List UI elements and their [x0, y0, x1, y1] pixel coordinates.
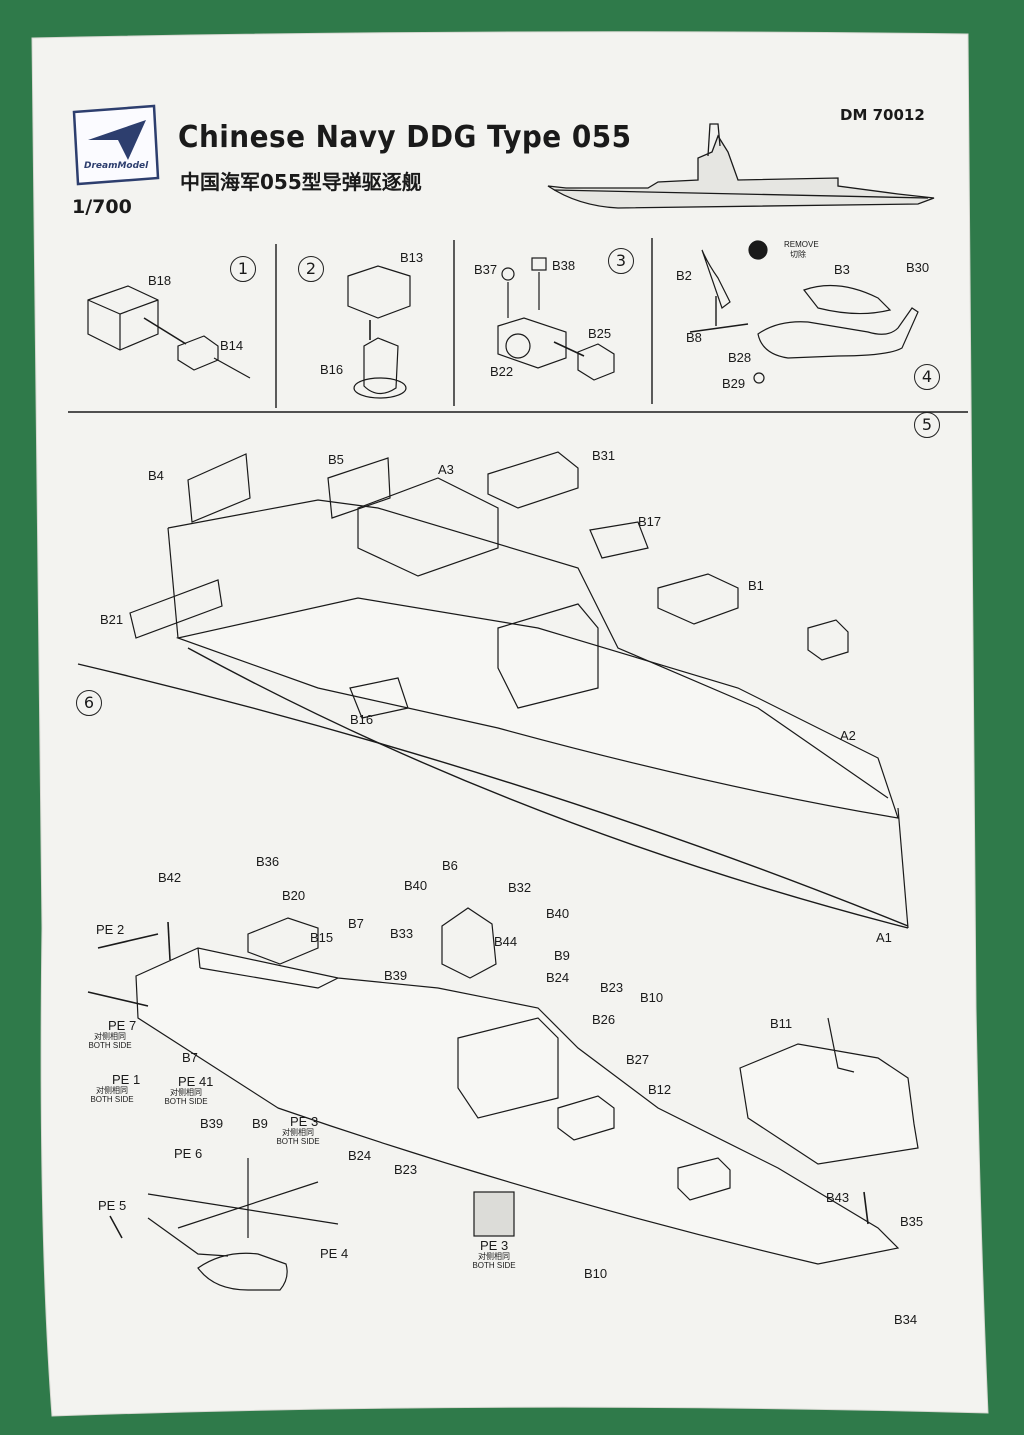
part-label: B26 — [592, 1012, 616, 1027]
part-label: B37 — [474, 262, 498, 277]
part-label: B24 — [546, 970, 570, 985]
page-title: Chinese Navy DDG Type 055 — [178, 120, 632, 155]
step-number-3: 3 — [608, 248, 634, 274]
step-number-6: 6 — [76, 690, 102, 716]
part-label: B35 — [900, 1214, 924, 1229]
part-label: B3 — [834, 262, 850, 277]
part-label: B9 — [554, 948, 570, 963]
step-number-5: 5 — [914, 412, 940, 438]
part-label: B11 — [770, 1016, 793, 1031]
part-label: B15 — [310, 930, 334, 945]
part-label: B17 — [638, 514, 662, 529]
part-label: B38 — [552, 258, 576, 273]
step3-assembly — [497, 257, 615, 381]
step-number-1: 1 — [230, 256, 256, 282]
part-label: B42 — [158, 870, 182, 885]
part-label: B20 — [282, 888, 306, 903]
part-label: A3 — [438, 462, 454, 477]
part-label: B23 — [600, 980, 624, 995]
part-label: B7 — [182, 1050, 198, 1065]
section-dividers — [68, 238, 968, 413]
part-label: B28 — [728, 350, 752, 365]
part-label: B39 — [384, 968, 408, 983]
instruction-sheet: DreamModel Chinese Navy DDG Type 055 中国海… — [18, 28, 1002, 1423]
part-label: B1 — [748, 578, 764, 593]
pe-label: PE 2 — [96, 922, 125, 937]
part-label: B16 — [320, 362, 344, 377]
part-label: A2 — [840, 728, 856, 743]
part-label: B30 — [906, 260, 930, 275]
part-label: B40 — [546, 906, 570, 921]
part-label: B4 — [148, 468, 164, 483]
part-label: B23 — [394, 1162, 418, 1177]
remove-label-chinese: 切除 — [790, 250, 806, 259]
pe-label: PE 3 — [290, 1114, 319, 1129]
part-label: B34 — [894, 1312, 918, 1327]
step-number-2: 2 — [298, 256, 324, 282]
part-label: B16 — [350, 712, 374, 727]
part-label: B6 — [442, 858, 458, 873]
part-label: B14 — [220, 338, 244, 353]
part-label: B8 — [686, 330, 702, 345]
pe-label: PE 7 — [108, 1018, 137, 1033]
part-label: B32 — [508, 880, 532, 895]
product-code: DM 70012 — [840, 106, 925, 124]
part-label: B10 — [640, 990, 664, 1005]
part-label: B2 — [676, 268, 692, 283]
part-label: B40 — [404, 878, 428, 893]
part-label: B21 — [100, 612, 124, 627]
part-label: B12 — [648, 1082, 672, 1097]
part-label: B10 — [584, 1266, 608, 1281]
part-label: B31 — [592, 448, 616, 463]
part-label: B27 — [626, 1052, 650, 1067]
step5-hull-assembly — [77, 451, 909, 929]
part-label: B7 — [348, 916, 364, 931]
part-label: B24 — [348, 1148, 372, 1163]
pe-label: PE 6 — [174, 1146, 203, 1161]
part-label: B29 — [722, 376, 746, 391]
part-label: B44 — [494, 934, 518, 949]
dream-model-logo — [72, 104, 160, 186]
pe-label: PE 3 — [480, 1238, 509, 1253]
step6-final-assembly — [87, 907, 919, 1291]
step4-helicopter — [689, 240, 919, 384]
part-label: B13 — [400, 250, 424, 265]
pe-label: PE 5 — [98, 1198, 127, 1213]
part-label: B18 — [148, 273, 172, 288]
part-label: B5 — [328, 452, 344, 467]
part-label: B9 — [252, 1116, 268, 1131]
instruction-drawings — [31, 31, 989, 1417]
part-label: B36 — [256, 854, 280, 869]
part-label: B33 — [390, 926, 414, 941]
step2-mount — [347, 265, 411, 399]
pe-label: PE 41 — [178, 1074, 214, 1089]
part-label: B39 — [200, 1116, 224, 1131]
pe-label: PE 1 — [112, 1072, 141, 1087]
part-label: B22 — [490, 364, 514, 379]
pe-label: PE 4 — [320, 1246, 349, 1261]
step1-gun-turret — [87, 285, 251, 379]
part-label: A1 — [876, 930, 892, 945]
part-label: B25 — [588, 326, 612, 341]
remove-label: REMOVE — [784, 240, 819, 249]
ship-profile-illustration — [547, 123, 935, 209]
part-label: B43 — [826, 1190, 850, 1205]
brand-logo-text: DreamModel — [84, 161, 149, 171]
step-number-4: 4 — [914, 364, 940, 390]
scale-label: 1/700 — [72, 196, 132, 218]
page-title-chinese: 中国海军055型导弹驱逐舰 — [180, 170, 422, 194]
